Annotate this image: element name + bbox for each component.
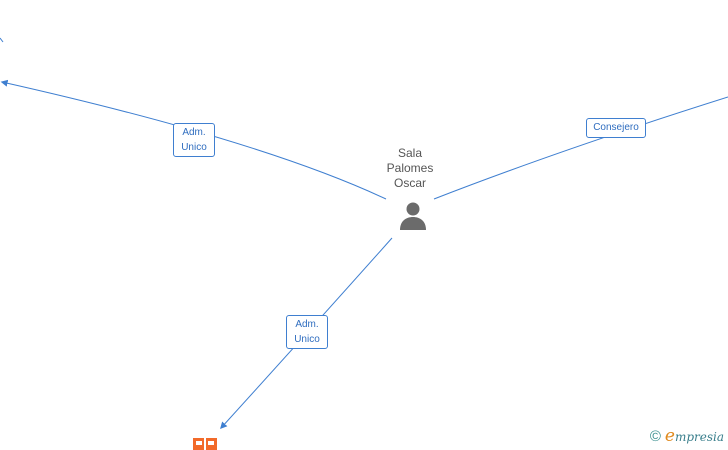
brand-name: mpresia	[674, 430, 724, 444]
edge-label-consejero[interactable]: Consejero	[586, 118, 646, 138]
brand-logo: empresia	[665, 426, 724, 446]
edge-label-adm-unico-left[interactable]: Adm. Unico	[173, 123, 215, 157]
edge-label-line: Unico	[294, 334, 320, 345]
edge-label-adm-unico-company[interactable]: Adm. Unico	[286, 315, 328, 349]
person-name-line-2: Palomes	[386, 161, 434, 175]
brand-initial: e	[664, 426, 675, 446]
brand-watermark: © empresia	[650, 426, 724, 446]
edge-consejero-right	[433, 96, 728, 200]
company-building-icon[interactable]	[193, 436, 217, 450]
edge-label-line: Adm.	[182, 127, 206, 138]
copyright-icon: ©	[649, 427, 661, 445]
edge-label-line: Consejero	[593, 122, 639, 133]
edge-adm-unico-left	[0, 79, 387, 200]
edge-stub-top-left	[0, 37, 4, 43]
edge-label-line: Unico	[181, 142, 207, 153]
person-name-line-1: Sala	[397, 146, 423, 160]
edge-label-line: Adm.	[295, 319, 319, 330]
person-name[interactable]: Sala Palomes Oscar	[370, 146, 450, 191]
person-icon[interactable]	[397, 200, 429, 232]
person-name-line-3: Oscar	[393, 176, 426, 190]
